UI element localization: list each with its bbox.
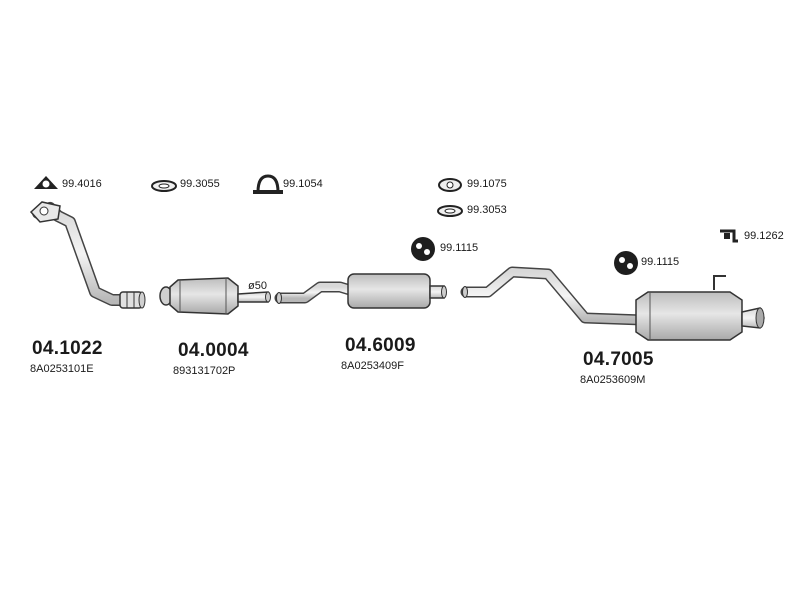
- accessory-code: 99.1115: [440, 242, 479, 254]
- accessory-code: 99.1075: [467, 178, 507, 190]
- oem-reference: 8A0253101E: [30, 363, 94, 375]
- ring-gasket-icon: [151, 180, 177, 192]
- triangle-gasket-icon: [34, 176, 58, 189]
- part-number: 04.6009: [345, 335, 416, 356]
- accessory-code: 99.1262: [744, 230, 784, 242]
- rubber-mount-icon: [411, 237, 435, 261]
- rear-silencer: [460, 266, 765, 341]
- bracket-icon: [720, 229, 738, 243]
- accessory-code: 99.1115: [641, 256, 680, 268]
- part-number: 04.1022: [32, 338, 103, 359]
- middle-silencer: [274, 273, 447, 309]
- diameter-label: ø50: [248, 280, 267, 292]
- rubber-mount-icon: [614, 251, 638, 275]
- accessory-code: 99.3053: [467, 204, 507, 216]
- oem-reference: 8A0253609M: [580, 374, 646, 386]
- front-pipe: [29, 201, 146, 309]
- accessory-code: 99.1054: [283, 178, 323, 190]
- clamp-icon: [253, 174, 283, 194]
- oem-reference: 893131702P: [173, 365, 236, 377]
- part-number: 04.0004: [178, 340, 249, 361]
- accessory-code: 99.4016: [62, 178, 102, 190]
- oem-reference: 8A0253409F: [341, 360, 404, 372]
- part-number: 04.7005: [583, 349, 654, 370]
- flange-gasket-icon: [438, 178, 462, 192]
- accessory-code: 99.3055: [180, 178, 220, 190]
- catalytic-converter: [159, 277, 271, 315]
- ring-gasket-icon: [437, 205, 463, 217]
